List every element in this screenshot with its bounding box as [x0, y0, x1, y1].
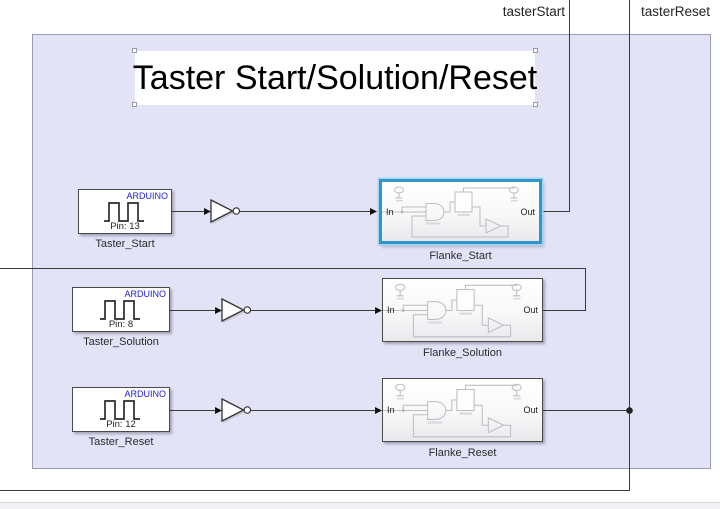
block-taster-start[interactable]: ARDUINO Pin: 13 [78, 189, 172, 234]
block-taster-reset[interactable]: ARDUINO Pin: 12 [72, 387, 170, 432]
subsystem-preview [383, 283, 522, 338]
pin-label: Pin: 13 [110, 221, 140, 232]
wire-tasterstart[interactable] [540, 0, 570, 212]
arduino-brand-label: ARDUINO [124, 289, 166, 299]
arrowhead [375, 307, 382, 314]
inport-label: In [386, 206, 394, 217]
subsystem-preview [383, 383, 522, 438]
pulse-wave-icon [104, 202, 144, 222]
signal-label-tasterstart[interactable]: tasterStart [502, 4, 565, 19]
pulse-wave-icon [100, 400, 140, 420]
outport-label: Out [523, 405, 538, 415]
block-name-taster-reset[interactable]: Taster_Reset [88, 436, 154, 448]
block-name-flanke-solution[interactable]: Flanke_Solution [423, 347, 502, 359]
inport-label: In [387, 305, 395, 315]
title-text: Taster Start/Solution/Reset [132, 58, 538, 97]
selection-handle[interactable] [132, 48, 137, 53]
arrowhead [204, 208, 211, 215]
block-taster-solution[interactable]: ARDUINO Pin: 8 [72, 287, 170, 332]
not-gate-3-bubble [243, 406, 252, 414]
arrowhead [375, 407, 382, 414]
selection-handle[interactable] [533, 48, 538, 53]
pin-label: Pin: 8 [108, 319, 134, 330]
not-gate-1[interactable] [210, 198, 234, 224]
not-gate-2-bubble [243, 306, 252, 314]
arrowhead [215, 307, 222, 314]
signal-label-tasterreset[interactable]: tasterReset [640, 4, 710, 19]
not-gate-3[interactable] [221, 397, 245, 423]
inport-label: In [387, 405, 395, 415]
subsystem-preview [382, 186, 519, 238]
arrowhead [370, 208, 377, 215]
block-flanke-start[interactable]: In Out [379, 179, 542, 244]
block-name-flanke-reset[interactable]: Flanke_Reset [428, 447, 497, 459]
pin-label: Pin: 12 [106, 419, 136, 430]
not-gate-1-bubble [232, 207, 241, 215]
wire-junction-dot [626, 407, 633, 414]
block-name-taster-start[interactable]: Taster_Start [95, 238, 155, 250]
block-flanke-solution[interactable]: In Out [382, 278, 543, 342]
arrowhead [215, 407, 222, 414]
title-annotation[interactable]: Taster Start/Solution/Reset [132, 51, 538, 105]
outport-label: Out [520, 206, 535, 217]
block-flanke-reset[interactable]: In Out [382, 378, 543, 442]
canvas-edge-strip [0, 502, 720, 509]
wire-solution-out[interactable] [0, 268, 586, 311]
not-gate-2[interactable] [221, 297, 245, 323]
selection-handle[interactable] [533, 102, 538, 107]
wire-tasterreset[interactable] [0, 0, 630, 491]
outport-label: Out [523, 305, 538, 315]
block-name-taster-solution[interactable]: Taster_Solution [83, 336, 159, 348]
pulse-wave-icon [100, 300, 140, 320]
selection-handle[interactable] [132, 102, 137, 107]
arduino-brand-label: ARDUINO [124, 389, 166, 399]
block-name-flanke-start[interactable]: Flanke_Start [429, 250, 492, 262]
arduino-brand-label: ARDUINO [126, 191, 168, 201]
